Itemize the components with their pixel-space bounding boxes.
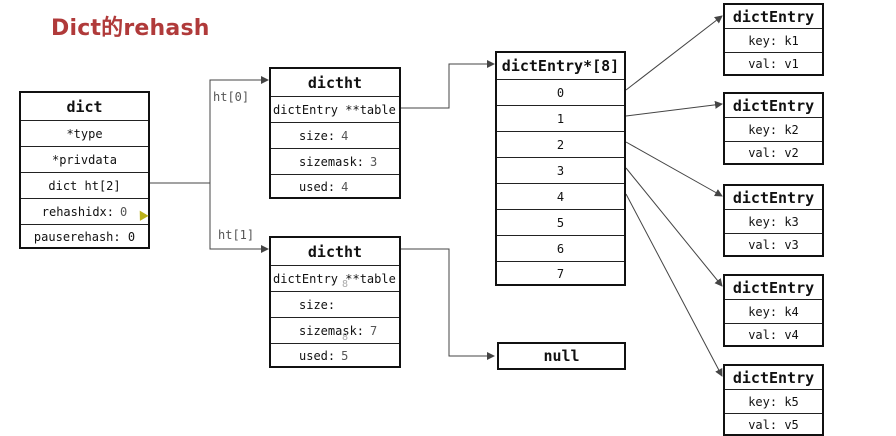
bucket-slot-5: 5: [497, 209, 624, 235]
ht1-size-label: size:: [299, 297, 336, 312]
dict-entry-k2: dictEntry key: k2 val: v2: [723, 92, 824, 165]
ht1-sizemask-ghost-value: 8: [342, 332, 349, 343]
arrow-slot1-to-k2: [625, 100, 723, 117]
dict-privdata-field: *privdata: [21, 146, 148, 172]
ht1-table-field: dictEntry **table: [271, 265, 399, 291]
bucket-slot-7: 7: [497, 261, 624, 286]
entry-val: val: v4: [725, 323, 822, 346]
ht0-used-label: used:: [299, 180, 336, 194]
arrow-ht1-to-null: [401, 248, 495, 360]
ht1-sizemask-field: sizemask: 7: [271, 317, 399, 343]
bucket-slot-0: 0: [497, 79, 624, 105]
entry-val: val: v1: [725, 52, 822, 75]
entry-header: dictEntry: [732, 188, 815, 207]
bucket-slot-3: 3: [497, 157, 624, 183]
entry-key: key: k4: [725, 299, 822, 323]
ht0-size-field: size: 4: [271, 122, 399, 148]
ht1-used-value: 5: [341, 349, 349, 363]
ht1-header: dictht: [307, 242, 363, 261]
entry-val: val: v3: [725, 233, 822, 256]
arrow-slot0-to-k1: [625, 15, 723, 91]
dict-entry-k1: dictEntry key: k1 val: v1: [723, 3, 824, 76]
dict-entry-k3: dictEntry key: k3 val: v3: [723, 184, 824, 257]
dict-header: dict: [66, 97, 103, 116]
ht0-used-field: used: 4: [271, 174, 399, 199]
arrow-slot4-to-k5: [625, 193, 723, 377]
arrow-dict-to-ht0: [150, 76, 269, 184]
entry-key: key: k5: [725, 389, 822, 413]
null-label: null: [543, 347, 580, 365]
ht0-size-label: size:: [299, 128, 336, 143]
bucket-slot-6: 6: [497, 235, 624, 261]
ht0-struct: dictht dictEntry **table size: 4 sizemas…: [269, 67, 401, 199]
ht1-used-label: used:: [299, 349, 336, 363]
entry-header: dictEntry: [732, 7, 815, 26]
null-box: null: [497, 342, 626, 370]
entry-key: key: k1: [725, 28, 822, 52]
ht0-header: dictht: [307, 73, 363, 92]
arrow-slot3-to-k4: [625, 167, 723, 287]
rehashidx-label: rehashidx:: [41, 204, 114, 219]
dict-ht-field: dict ht[2]: [21, 172, 148, 198]
dict-pauserehash-field: pauserehash: 0: [21, 224, 148, 249]
entry-key: key: k3: [725, 209, 822, 233]
ht0-sizemask-label: sizemask:: [299, 154, 365, 169]
entry-header: dictEntry: [732, 368, 815, 387]
ht0-label: ht[0]: [213, 90, 250, 104]
ht1-used-field: used: 5: [271, 343, 399, 368]
ht0-used-value: 4: [341, 180, 349, 194]
bucket-slot-2: 2: [497, 131, 624, 157]
dict-entry-k4: dictEntry key: k4 val: v4: [723, 274, 824, 347]
entry-header: dictEntry: [732, 96, 815, 115]
ht0-size-value: 4: [341, 128, 349, 143]
dict-struct: dict *type *privdata dict ht[2] rehashid…: [19, 91, 150, 249]
bucket-slot-1: 1: [497, 105, 624, 131]
rehashidx-value: 0: [120, 204, 128, 219]
slide-title: Dict的rehash: [51, 16, 210, 41]
ht0-sizemask-field: sizemask: 3: [271, 148, 399, 174]
ht1-sizemask-label: sizemask:: [299, 323, 365, 338]
bucket-array: dictEntry*[8] 0 1 2 3 4 5 6 7: [495, 51, 626, 286]
ht0-sizemask-value: 3: [370, 154, 378, 169]
entry-key: key: k2: [725, 117, 822, 141]
entry-val: val: v2: [725, 141, 822, 164]
ht0-table-field: dictEntry **table: [271, 96, 399, 122]
ht1-struct: dictht dictEntry **table size: sizemask:…: [269, 236, 401, 368]
bucket-array-header: dictEntry*[8]: [501, 57, 620, 75]
arrow-ht0-to-array: [401, 60, 495, 109]
entry-val: val: v5: [725, 413, 822, 435]
ht1-size-field: size:: [271, 291, 399, 317]
dict-entry-k5: dictEntry key: k5 val: v5: [723, 364, 824, 436]
ht1-sizemask-value: 7: [370, 323, 378, 338]
dict-type-field: *type: [21, 120, 148, 146]
entry-header: dictEntry: [732, 278, 815, 297]
ht1-label: ht[1]: [218, 228, 255, 242]
arrow-slot2-to-k3: [625, 141, 723, 197]
dict-rehashidx-field: rehashidx: 0: [21, 198, 148, 224]
ht1-size-ghost-value: 8: [342, 279, 349, 290]
bucket-slot-4: 4: [497, 183, 624, 209]
arrow-dict-to-ht1: [209, 183, 269, 253]
